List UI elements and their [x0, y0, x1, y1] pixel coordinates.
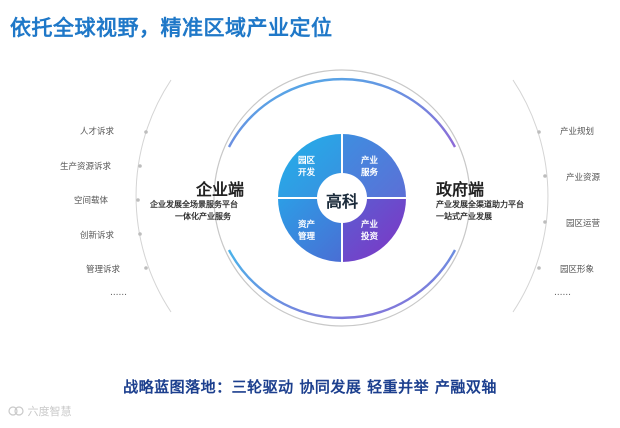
watermark-icon: [8, 406, 24, 416]
wheel-center-label: 高科: [326, 192, 359, 211]
left-item-dot: [144, 130, 148, 134]
right-item-ellipsis: ……: [554, 288, 571, 298]
left-item-talent: 人才诉求: [80, 127, 115, 137]
right-item-image: 园区形象: [560, 265, 595, 275]
left-item-space: 空间载体: [74, 196, 109, 206]
segment-label-line1: 产业: [361, 220, 379, 230]
right-item-dot: [543, 174, 547, 178]
footer-strategy: 战略蓝图落地：三轮驱动 协同发展 轻重并举 产融双轴: [123, 378, 497, 396]
segment-label-line2: 开发: [298, 168, 316, 178]
enterprise-desc-1: 企业发展全场景服务平台: [150, 200, 238, 209]
segment-label-asset-mgmt: 资产 管理: [298, 219, 315, 243]
right-item-dot: [537, 130, 541, 134]
orbit-arc-bottom: [227, 249, 457, 320]
enterprise-heading: 企业端: [196, 180, 245, 199]
government-desc-1: 产业发展全渠道助力平台: [436, 200, 524, 209]
watermark-text: 六度智慧: [27, 405, 72, 418]
segment-label-line1: 资产: [298, 220, 316, 230]
segment-label-line1: 产业: [361, 156, 379, 166]
right-item-resources: 产业资源: [566, 173, 601, 183]
left-item-resources: 生产资源诉求: [60, 162, 112, 172]
segment-label-park-dev: 园区 开发: [298, 155, 315, 179]
left-item-ellipsis: ……: [110, 288, 127, 298]
segment-label-line1: 园区: [298, 156, 316, 166]
right-guide-arc: [512, 79, 549, 313]
middle-ring: [213, 69, 471, 327]
government-heading: 政府端: [436, 180, 485, 199]
segment-label-industry-invest: 产业 投资: [361, 219, 378, 243]
orbit-arc-top: [227, 77, 457, 148]
right-item-operation: 园区运营: [566, 219, 601, 229]
right-item-dot: [537, 266, 541, 270]
left-item-dot: [138, 164, 142, 168]
segment-label-line2: 管理: [298, 232, 316, 242]
segment-label-line2: 服务: [361, 168, 379, 178]
left-item-management: 管理诉求: [86, 265, 121, 275]
page-title: 依托全球视野，精准区域产业定位: [10, 16, 333, 40]
left-item-dot: [136, 198, 140, 202]
left-guide-arc: [135, 79, 172, 313]
segment-label-line2: 投资: [361, 232, 379, 242]
left-item-dot: [144, 266, 148, 270]
enterprise-desc-2: 一体化产业服务: [175, 212, 231, 221]
wheel-hub: [317, 173, 367, 223]
segment-label-industry-service: 产业 服务: [361, 155, 378, 179]
government-desc-2: 一站式产业发展: [436, 212, 492, 221]
left-item-dot: [138, 232, 142, 236]
watermark-logo: 六度智慧: [8, 403, 72, 419]
right-item-dot: [543, 220, 547, 224]
left-item-innovation: 创新诉求: [80, 231, 115, 241]
right-item-planning: 产业规划: [560, 127, 595, 137]
